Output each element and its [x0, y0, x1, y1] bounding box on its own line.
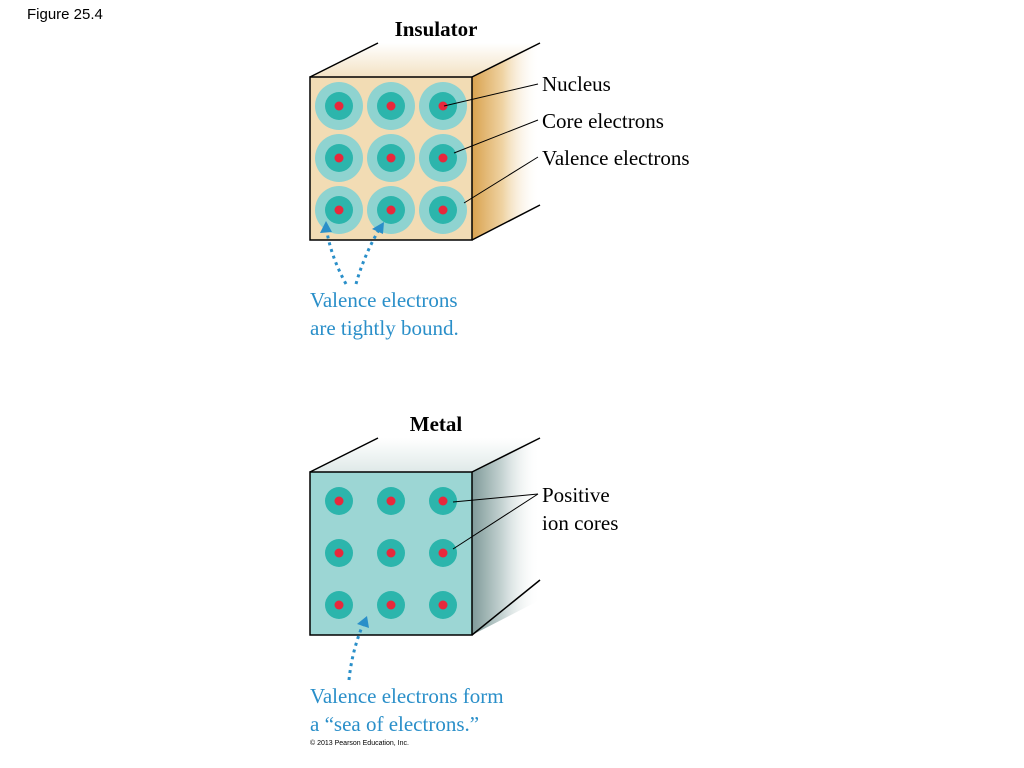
nucleus: [386, 153, 396, 163]
insulator-dotted-arrows: [320, 221, 384, 285]
nucleus: [334, 205, 344, 215]
nucleus: [386, 205, 396, 215]
metal-dotted-arrow: [347, 616, 369, 681]
positive-ion-cores-label-line-1: Positive: [542, 483, 610, 507]
insulator-edge: [309, 42, 379, 78]
nucleus: [386, 496, 396, 506]
insulator-leader-lines: [443, 83, 539, 204]
metal-top-face: [310, 438, 540, 472]
insulator-top-face: [310, 43, 540, 77]
metal-edge: [309, 437, 379, 473]
dotted-arrow: [347, 621, 366, 681]
insulator-cube: [309, 42, 541, 241]
nucleus: [334, 600, 344, 610]
metal-atom-grid: [325, 487, 457, 619]
nucleus: [438, 205, 448, 215]
metal-edge: [471, 579, 541, 636]
nucleus: [438, 600, 448, 610]
nucleus: [438, 153, 448, 163]
insulator-side-face: [472, 43, 540, 240]
nucleus: [386, 548, 396, 558]
copyright-notice: © 2013 Pearson Education, Inc.: [310, 739, 409, 747]
nucleus: [438, 496, 448, 506]
nucleus: [386, 600, 396, 610]
metal-note-line-1: Valence electrons form: [310, 684, 504, 708]
metal-side-face: [472, 438, 540, 635]
nucleus-label: Nucleus: [542, 72, 611, 96]
insulator-title: Insulator: [395, 17, 478, 41]
arrowhead-icon: [372, 222, 384, 234]
insulator-note-line-1: Valence electrons: [310, 288, 458, 312]
metal-note-line-2: a “sea of electrons.”: [310, 712, 479, 736]
arrowhead-icon: [320, 221, 332, 233]
insulator-edge: [471, 204, 541, 241]
metal-edge: [471, 437, 541, 473]
metal-panel: Metal Positive ion cores Valence electro…: [309, 412, 618, 736]
figure-label: Figure 25.4: [27, 6, 103, 23]
insulator-panel: Insulator Nucleus Core electrons Valence…: [309, 17, 690, 340]
metal-cube: [309, 437, 541, 636]
dotted-arrow: [354, 227, 382, 285]
arrowhead-icon: [357, 616, 369, 628]
nucleus: [334, 496, 344, 506]
nucleus: [386, 101, 396, 111]
positive-ion-cores-leader-line: [452, 493, 539, 550]
positive-ion-cores-label-line-2: ion cores: [542, 511, 618, 535]
nucleus-leader-line: [443, 83, 539, 107]
core-electrons-label: Core electrons: [542, 109, 664, 133]
valence-electrons-leader-line: [463, 156, 539, 204]
nucleus: [438, 101, 448, 111]
metal-leader-lines: [452, 493, 539, 550]
nucleus: [334, 548, 344, 558]
insulator-edge: [471, 42, 541, 78]
insulator-atom-grid: [315, 82, 467, 234]
nucleus: [438, 548, 448, 558]
insulator-note-line-2: are tightly bound.: [310, 316, 459, 340]
metal-title: Metal: [410, 412, 463, 436]
nucleus: [334, 101, 344, 111]
positive-ion-cores-leader-line: [452, 493, 539, 503]
nucleus: [334, 153, 344, 163]
valence-electrons-label: Valence electrons: [542, 146, 690, 170]
core-electrons-leader-line: [453, 119, 539, 154]
